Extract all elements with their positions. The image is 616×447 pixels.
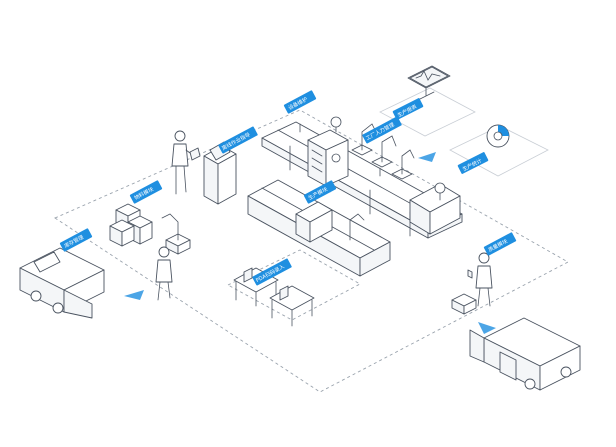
truck-left xyxy=(19,247,105,319)
small-cart xyxy=(451,293,477,315)
labor-management-label: 工厂人力管理 xyxy=(364,120,396,142)
worker-left xyxy=(155,246,173,301)
material-robot xyxy=(161,213,191,255)
pda-desks xyxy=(233,267,315,327)
lamp-shelf xyxy=(409,182,461,235)
factory-floor-boundary xyxy=(54,109,569,393)
production-report-plate: 生产报表 xyxy=(379,65,476,137)
tag-material-module: 物料模块 xyxy=(129,180,163,204)
monitor-wave-icon xyxy=(407,65,451,101)
worker-right xyxy=(467,252,493,307)
material-boxes xyxy=(109,203,153,247)
pie-chart-icon xyxy=(486,124,510,148)
robot-arm-group xyxy=(351,123,415,180)
tag-equipment-maintenance: 设备维护 xyxy=(283,90,317,114)
control-cabinet xyxy=(307,116,349,187)
worker-top xyxy=(171,130,201,195)
production-station xyxy=(247,179,391,277)
tag-labor-management: 工厂人力管理 xyxy=(362,116,402,144)
truck-right xyxy=(469,317,581,391)
flow-arrow-icon xyxy=(124,152,496,334)
tag-quality-module: 质量模块 xyxy=(483,232,517,256)
offline-work-guidance-label: 离线作业指导 xyxy=(220,130,251,152)
tag-production-module: 生产模块 xyxy=(303,180,337,204)
production-statistics-plate: 生产统计 xyxy=(449,124,549,177)
kiosk-terminal xyxy=(203,141,237,205)
tag-offline-work-guidance: 离线作业指导 xyxy=(218,126,258,154)
